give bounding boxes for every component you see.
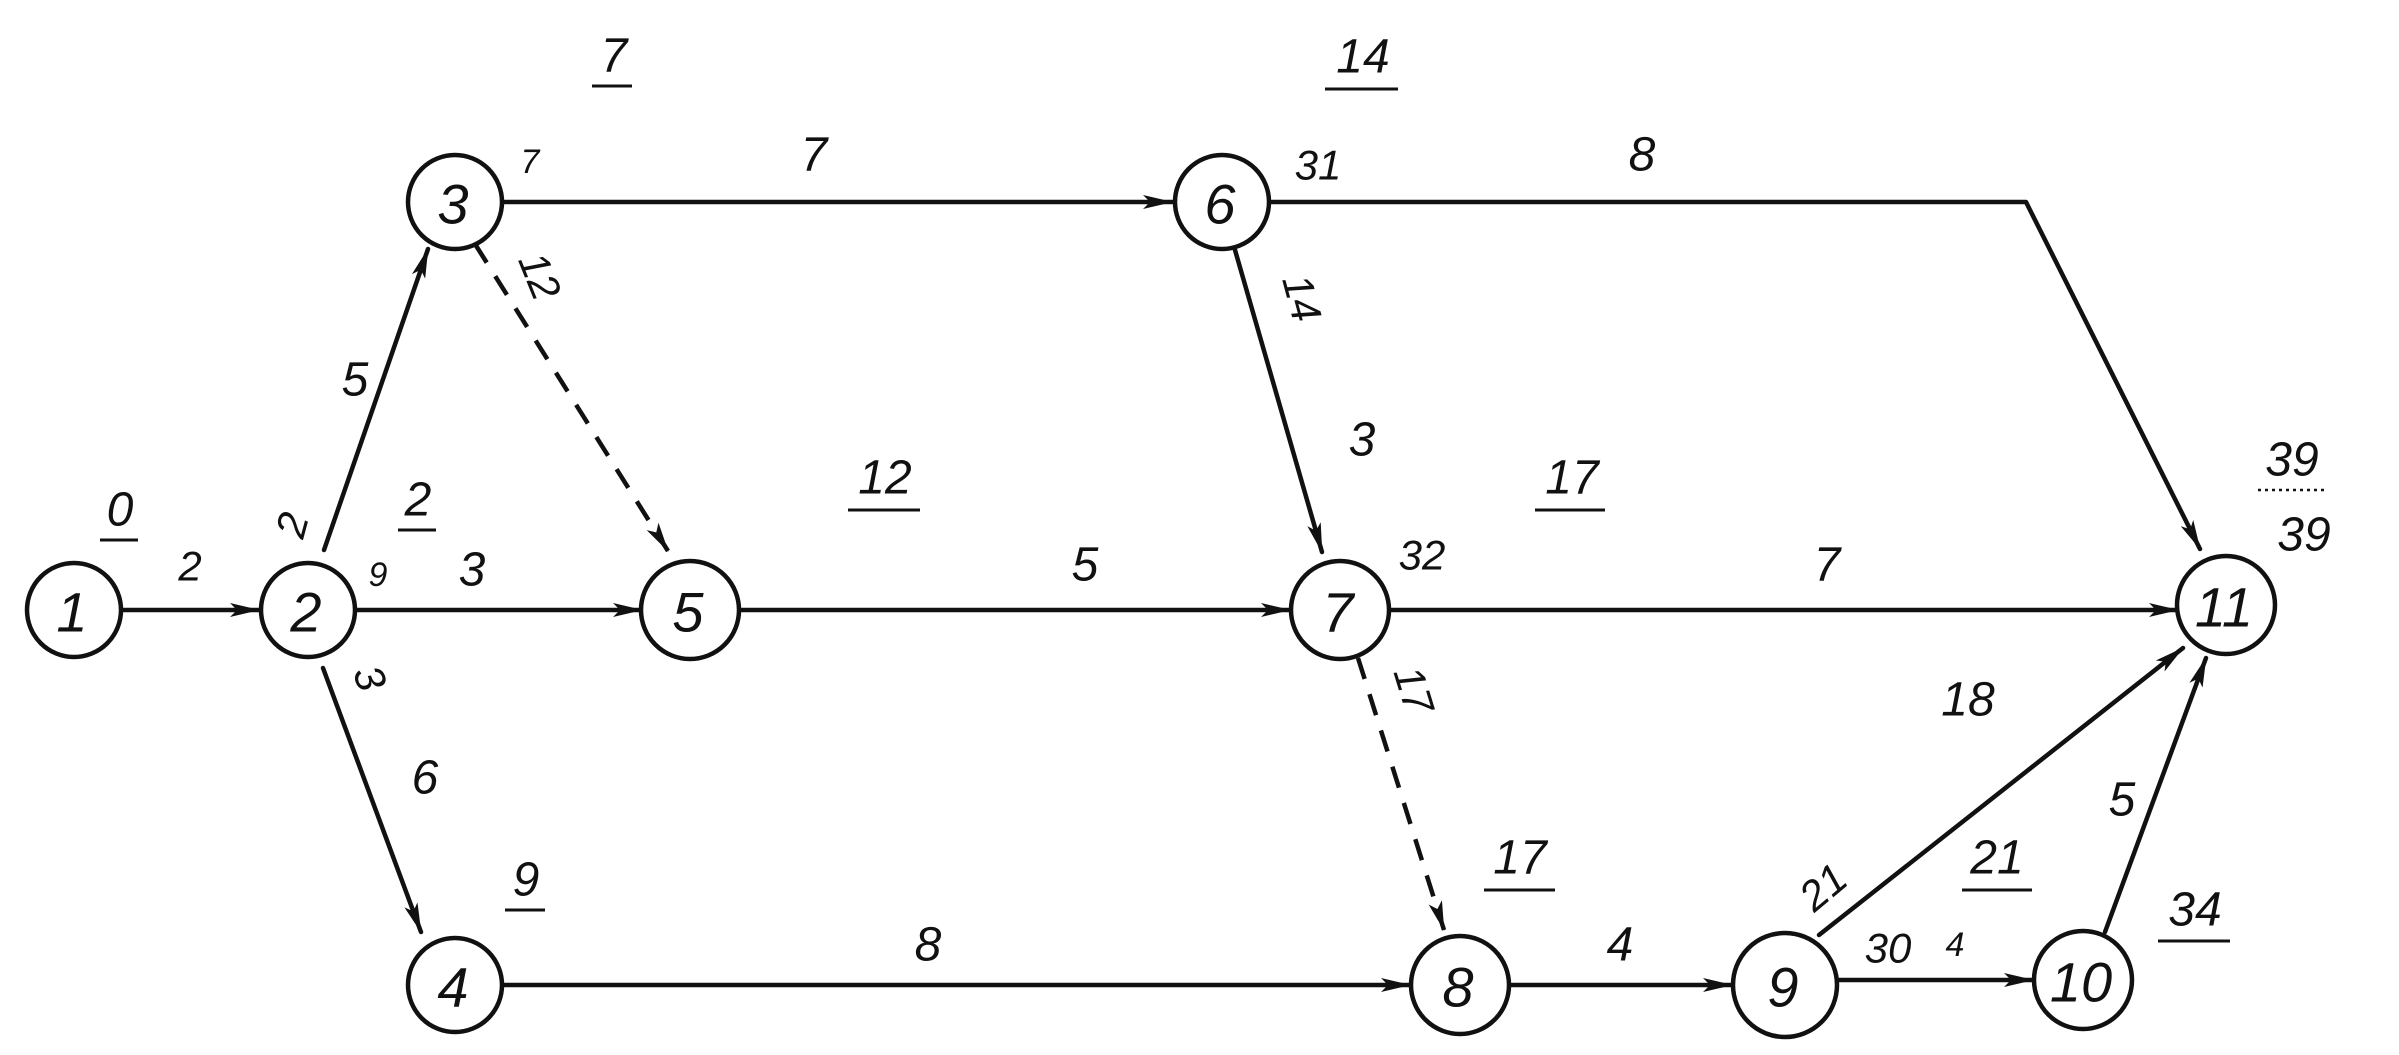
edge-6-11-duration: 8 [1629, 129, 1656, 182]
early-time-node-2: 2 [398, 474, 436, 532]
edges-layer [120, 195, 2209, 992]
node-4-label: 4 [437, 956, 468, 1019]
node-6-label: 6 [1204, 173, 1236, 236]
n3-right-label: 7 [521, 143, 541, 181]
edge-2-3-duration: 5 [342, 354, 369, 407]
node-8-label: 8 [1442, 956, 1473, 1019]
n9-upper-label: 21 [1789, 854, 1856, 921]
n11-second-label: 39 [2277, 509, 2330, 562]
edge-3-5-dashed [473, 242, 670, 553]
n7-dashed-label: 17 [1385, 661, 1444, 721]
early-time-node-5: 12 [848, 452, 920, 512]
edge-6-7-duration: 3 [1349, 414, 1376, 467]
node-4: 4 [405, 935, 505, 1035]
node-9: 9 [1730, 930, 1840, 1040]
n6-right-label: 31 [1295, 142, 1342, 189]
node-5: 5 [638, 558, 742, 662]
edge-9-11-duration: 18 [1941, 674, 1995, 727]
edge-7-8-dashed [1355, 657, 1447, 931]
early-time-7-text: 17 [1545, 452, 1601, 505]
early-time-10-text: 34 [2168, 884, 2221, 937]
edge-7-11-duration: 7 [1814, 539, 1843, 592]
node-7: 7 [1288, 558, 1392, 662]
early-time-node-8: 17 [1484, 832, 1555, 892]
node-11: 11 [2174, 553, 2278, 657]
n2-above-label: 2 [266, 508, 318, 544]
early-time-1-text: 0 [107, 484, 134, 537]
n9-right-label: 30 [1865, 925, 1912, 972]
node-9-label: 9 [1767, 956, 1798, 1019]
edge-2-5-duration: 3 [459, 544, 486, 597]
early-time-node-10: 34 [2158, 884, 2230, 943]
early-time-6-text: 14 [1336, 31, 1389, 84]
early-time-node-4: 9 [505, 854, 545, 912]
n7-right-label: 32 [1399, 532, 1446, 579]
edge-8-9-duration: 4 [1607, 919, 1634, 972]
node-10: 10 [2031, 928, 2135, 1032]
early-time-node-3: 7 [592, 30, 632, 88]
edge-1-2-duration: 2 [177, 543, 201, 590]
early-time-3-text: 7 [601, 30, 630, 83]
early-time-node-6: 14 [1325, 31, 1398, 91]
n2-right-label: 9 [369, 556, 388, 594]
n6-below-label: 14 [1273, 269, 1330, 326]
edge-2-4-duration: 6 [412, 752, 439, 805]
nodes-layer: 1 2 3 4 5 6 7 8 [24, 152, 2278, 1040]
edge-5-7-duration: 5 [1072, 539, 1099, 592]
node-2: 2 [258, 560, 358, 660]
early-time-node-7: 17 [1535, 452, 1605, 512]
node-6: 6 [1172, 152, 1272, 252]
node-8: 8 [1408, 933, 1512, 1037]
early-time-node-1: 0 [100, 484, 138, 542]
node-11-label: 11 [2195, 576, 2253, 639]
edge-10-11-duration: 5 [2109, 774, 2136, 827]
node-7-label: 7 [1322, 581, 1355, 644]
node-3-label: 3 [437, 173, 468, 236]
edge-9-10-duration: 4 [1946, 926, 1965, 964]
edge-6-11 [1267, 199, 2203, 552]
edge-duration-labels: 2 5 3 6 7 5 3 8 7 8 4 18 4 5 [177, 129, 2135, 972]
node-2-label: 2 [289, 581, 321, 644]
early-time-4-text: 9 [513, 854, 540, 907]
node-1-label: 1 [56, 581, 87, 644]
edge-2-4 [320, 665, 424, 935]
edge-3-6-duration: 7 [801, 129, 830, 182]
node-3: 3 [405, 152, 505, 252]
early-time-node-9: 21 [1962, 832, 2032, 892]
node-10-label: 10 [2050, 951, 2112, 1014]
early-time-11-text: 39 [2265, 434, 2318, 487]
edge-4-8-duration: 8 [915, 919, 942, 972]
early-time-labels: 0 2 7 9 12 14 17 17 [100, 30, 2326, 943]
early-time-9-text: 21 [1969, 832, 2023, 885]
early-time-2-text: 2 [404, 474, 432, 527]
node-5-label: 5 [672, 581, 704, 644]
early-time-8-text: 17 [1493, 832, 1549, 885]
early-time-node-11: 39 [2258, 434, 2326, 492]
n2-below-label: 3 [344, 659, 396, 697]
node-1: 1 [24, 560, 124, 660]
edge-6-7 [1232, 247, 1325, 555]
early-time-5-text: 12 [858, 452, 911, 505]
edge-9-11 [1816, 645, 2186, 938]
n3-dashed-label: 12 [509, 246, 570, 307]
edge-10-11 [2102, 655, 2209, 935]
edge-2-3 [321, 246, 431, 553]
